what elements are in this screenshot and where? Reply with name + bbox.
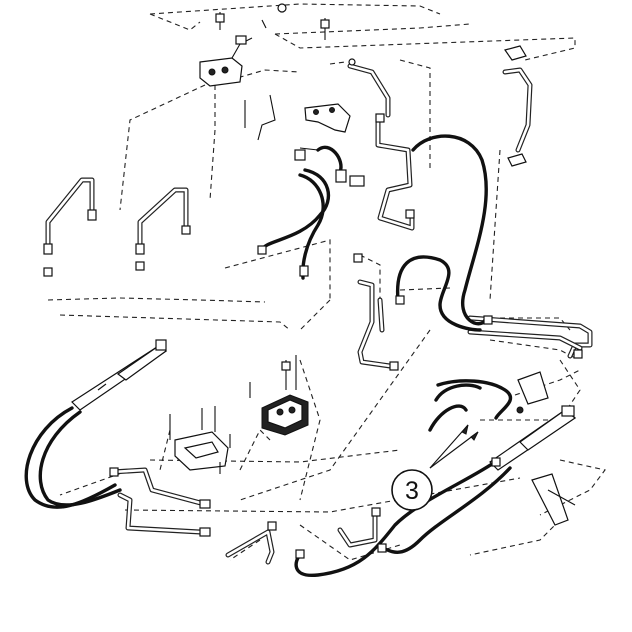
callout-circle bbox=[391, 469, 433, 511]
top-manifold-block bbox=[199, 3, 330, 87]
rigid-tubes bbox=[45, 63, 593, 565]
control-valve bbox=[249, 355, 309, 436]
left-cylinder bbox=[71, 339, 167, 411]
frame-reference-lines bbox=[47, 3, 606, 561]
mounting-plate bbox=[169, 406, 231, 474]
flexible-hoses bbox=[24, 134, 513, 577]
callout-leader-line-2 bbox=[429, 431, 479, 469]
upper-center-bracket bbox=[244, 94, 365, 187]
callout-3: 3 bbox=[391, 424, 479, 511]
right-cylinder bbox=[489, 405, 577, 526]
right-bracket bbox=[504, 45, 549, 405]
fittings-and-bolts bbox=[43, 58, 583, 559]
callout-number: 3 bbox=[405, 477, 419, 505]
